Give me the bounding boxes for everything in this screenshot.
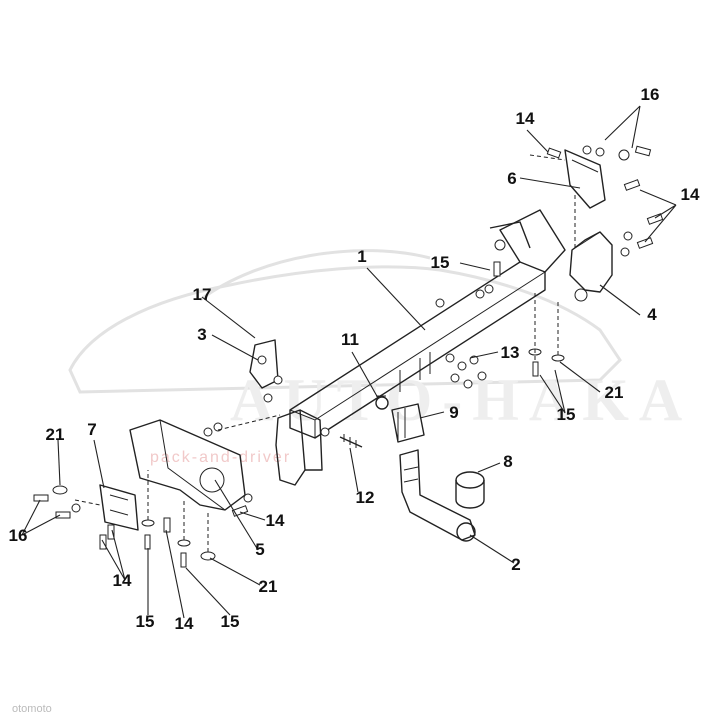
- credit-text: otomoto: [12, 703, 52, 715]
- pin-part-12: [339, 434, 363, 448]
- callout-21: 21: [605, 383, 624, 402]
- hook-part-11: [375, 395, 389, 410]
- callout-14: 14: [175, 614, 194, 633]
- callout-17: 17: [193, 285, 212, 304]
- callout-21: 21: [259, 577, 278, 596]
- watermark-car-roof: [199, 249, 431, 302]
- callout-14: 14: [113, 571, 132, 590]
- callout-14: 14: [266, 511, 285, 530]
- leader-lines: [21, 105, 677, 619]
- callout-16: 16: [641, 85, 660, 104]
- left-bracket-part-3: [249, 339, 279, 389]
- watermark-car-outline: [68, 265, 622, 394]
- hardware: [33, 145, 664, 568]
- callout-labels: 16 14 6 14 1 15 17 4 3 11 13 21 15 9 7 2…: [9, 85, 700, 633]
- callout-3: 3: [197, 325, 206, 344]
- crossbar-right-arm: [489, 209, 566, 273]
- callout-1: 1: [357, 247, 366, 266]
- callout-14: 14: [681, 185, 700, 204]
- socket-part-9: [391, 403, 425, 443]
- assembly-lines: [74, 154, 566, 552]
- callout-9: 9: [449, 403, 458, 422]
- callout-6: 6: [507, 169, 516, 188]
- callout-15: 15: [221, 612, 240, 631]
- callout-21: 21: [46, 425, 65, 444]
- callout-15: 15: [557, 405, 576, 424]
- left-bracket-part-5: [129, 419, 246, 511]
- callout-15: 15: [431, 253, 450, 272]
- callout-2: 2: [511, 555, 520, 574]
- left-plate-part-7: [99, 484, 139, 531]
- towball-neck-part-2: [399, 449, 476, 542]
- callout-5: 5: [255, 540, 264, 559]
- callout-7: 7: [87, 420, 96, 439]
- callout-14: 14: [516, 109, 535, 128]
- callout-11: 11: [341, 330, 359, 349]
- crossbar-left-arm: [275, 409, 323, 486]
- towball-part-8: [455, 471, 485, 509]
- watermark-tagline: pack-and-driver: [150, 449, 291, 466]
- callout-12: 12: [356, 488, 375, 507]
- right-bracket-part-4: [569, 231, 613, 302]
- callout-8: 8: [503, 452, 512, 471]
- callout-16: 16: [9, 526, 28, 545]
- top-bracket-part-6: [564, 149, 606, 250]
- callout-15: 15: [136, 612, 155, 631]
- callout-13: 13: [501, 343, 520, 362]
- callout-4: 4: [647, 305, 657, 324]
